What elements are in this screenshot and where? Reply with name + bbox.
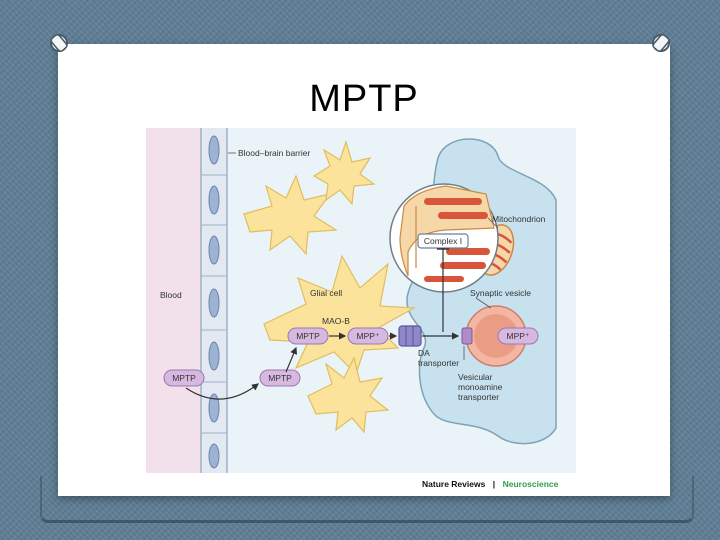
mpp-molecule-glial: MPP⁺ bbox=[347, 327, 389, 345]
arrow-blood-to-brain bbox=[185, 383, 259, 400]
label-da-transporter-2: transporter bbox=[418, 358, 459, 368]
label-mitochondrion: Mitochondrion bbox=[492, 214, 546, 224]
label-vmat-3: transporter bbox=[458, 392, 499, 402]
svg-text:MPTP: MPTP bbox=[296, 331, 320, 341]
blood-region bbox=[146, 128, 201, 473]
leader-mitochondrion bbox=[487, 217, 499, 229]
pushpin-icon bbox=[50, 34, 68, 52]
svg-text:MPP⁺: MPP⁺ bbox=[507, 331, 530, 341]
label-vmat-2: monoamine bbox=[458, 382, 503, 392]
mptp-molecule-blood: MPTP bbox=[163, 369, 205, 387]
blood-brain-barrier-cells bbox=[200, 128, 228, 473]
label-vmat-1: Vesicular bbox=[458, 372, 493, 382]
mptp-mechanism-diagram: Complex I MPTP MPTP MPTP MPP⁺ MPP⁺ bbox=[146, 128, 576, 494]
da-transporter bbox=[398, 325, 422, 347]
credit-strip bbox=[146, 473, 576, 494]
arrow-into-glia bbox=[285, 346, 298, 373]
label-synaptic-vesicle: Synaptic vesicle bbox=[470, 288, 531, 298]
credit-line: Nature Reviews | Neuroscience bbox=[422, 474, 559, 491]
label-blood-brain-barrier: Blood–brain barrier bbox=[238, 148, 310, 158]
label-glial-cell: Glial cell bbox=[310, 288, 342, 298]
glial-cell-upper bbox=[243, 174, 338, 256]
label-da-transporter-1: DA bbox=[418, 348, 430, 358]
glial-cell-lower bbox=[307, 356, 390, 434]
mpp-molecule-vesicle: MPP⁺ bbox=[497, 327, 539, 345]
svg-text:MPP⁺: MPP⁺ bbox=[357, 331, 380, 341]
mptp-molecule-lower: MPTP bbox=[259, 369, 301, 387]
slide-bottom-frame bbox=[40, 476, 694, 523]
pushpin-icon bbox=[652, 34, 670, 52]
vesicular-transporter bbox=[461, 327, 473, 345]
svg-text:MPTP: MPTP bbox=[268, 373, 292, 383]
synaptic-vesicle bbox=[465, 305, 527, 367]
label-mao-b: MAO-B bbox=[322, 316, 350, 326]
leader-vesicle bbox=[475, 297, 492, 309]
label-blood: Blood bbox=[160, 290, 182, 300]
mptp-molecule-glial: MPTP bbox=[287, 327, 329, 345]
svg-text:MPTP: MPTP bbox=[172, 373, 196, 383]
slide-title: MPTP bbox=[309, 78, 419, 120]
complex-i-label: Complex I bbox=[424, 236, 462, 246]
glial-cell-top bbox=[312, 140, 376, 206]
